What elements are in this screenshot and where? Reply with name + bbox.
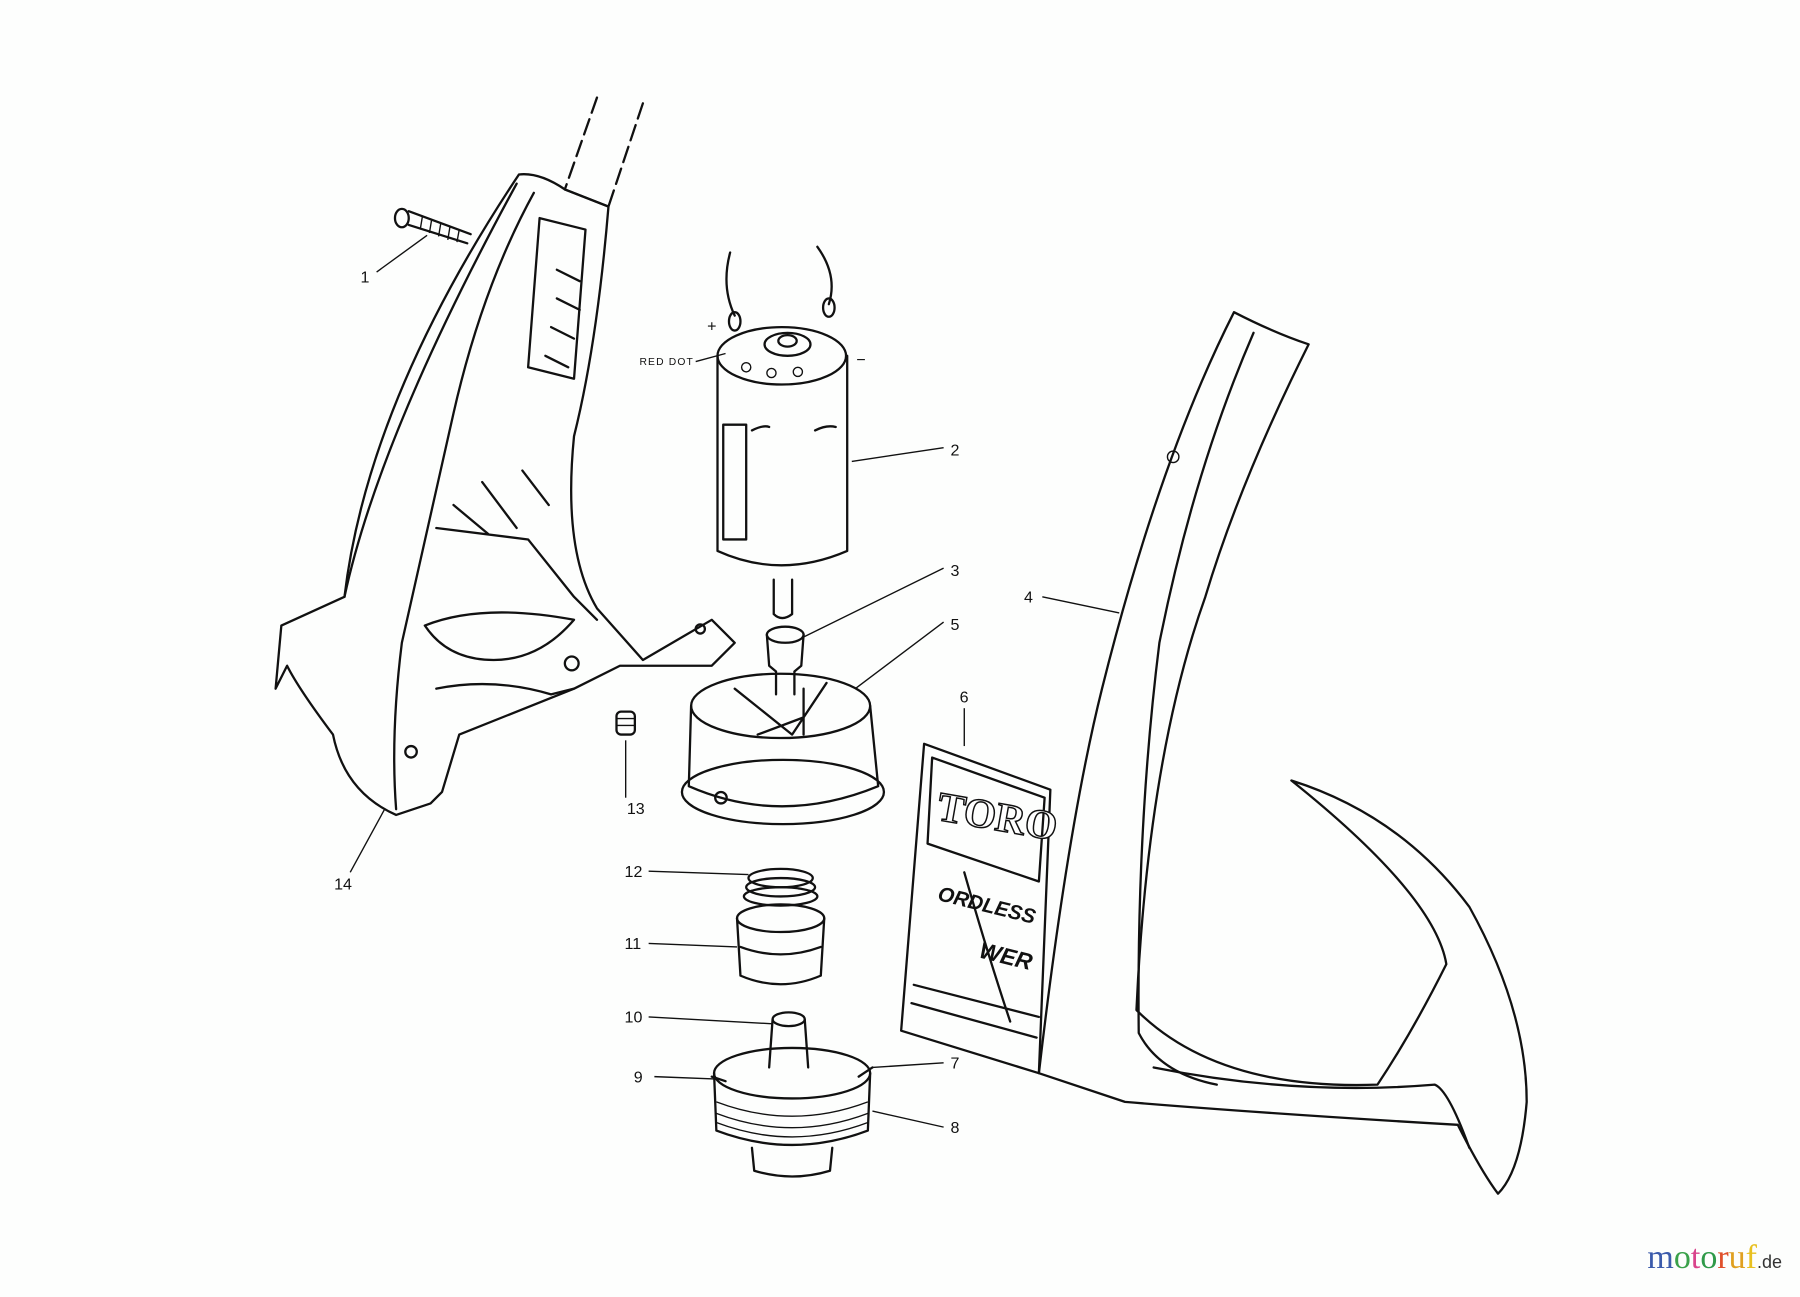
watermark-letter: u: [1728, 1239, 1746, 1276]
minus-terminal-label: −: [856, 351, 865, 369]
spool-housing-parts-7-8-9: [710, 1046, 874, 1178]
callout-3: 3: [951, 562, 960, 580]
callout-6: 6: [960, 688, 969, 706]
callout-13: 13: [627, 800, 645, 818]
decal-part-6: TORO ORDLESS WER: [899, 742, 1062, 1075]
callout-9: 9: [634, 1068, 643, 1086]
decal-line1-text: ORDLESS: [936, 882, 1039, 929]
watermark-letter: t: [1690, 1239, 1701, 1276]
watermark-letter: m: [1647, 1239, 1674, 1276]
hub-part-5: [680, 672, 886, 826]
bumper-part-13: [615, 710, 637, 736]
leader-lines: [349, 234, 1120, 1128]
watermark-name: motoruf: [1647, 1239, 1757, 1276]
callout-7: 7: [951, 1055, 960, 1073]
shaft-tube: [563, 96, 645, 208]
motor-part-2: [716, 245, 849, 620]
spool-part-11: [735, 903, 826, 986]
callout-2: 2: [951, 442, 960, 460]
spring-part-12: [742, 867, 819, 907]
callout-1: 1: [361, 268, 370, 286]
plus-terminal-label: +: [707, 318, 716, 336]
callout-14: 14: [334, 876, 352, 894]
decal-brand-text: TORO: [934, 783, 1061, 849]
shield-part-4: [1037, 311, 1528, 1195]
callout-11: 11: [625, 935, 642, 953]
callout-4: 4: [1024, 589, 1033, 607]
screw-part-1: [393, 207, 472, 245]
watermark-letter: o: [1700, 1239, 1718, 1276]
left-housing-part-14: [274, 173, 736, 817]
callout-12: 12: [625, 863, 643, 881]
callout-5: 5: [951, 616, 960, 634]
motoruf-watermark-logo: motoruf.de: [1647, 1239, 1782, 1277]
insert-part-10: [768, 1011, 810, 1069]
watermark-letter: o: [1673, 1239, 1691, 1276]
red-dot-label: RED DOT: [639, 357, 694, 368]
watermark-letter: r: [1717, 1239, 1729, 1276]
adapter-part-3: [765, 625, 805, 696]
watermark-letter: f: [1745, 1239, 1757, 1276]
callout-8: 8: [951, 1119, 960, 1137]
callout-10: 10: [625, 1009, 643, 1027]
watermark-tld: .de: [1756, 1252, 1782, 1272]
